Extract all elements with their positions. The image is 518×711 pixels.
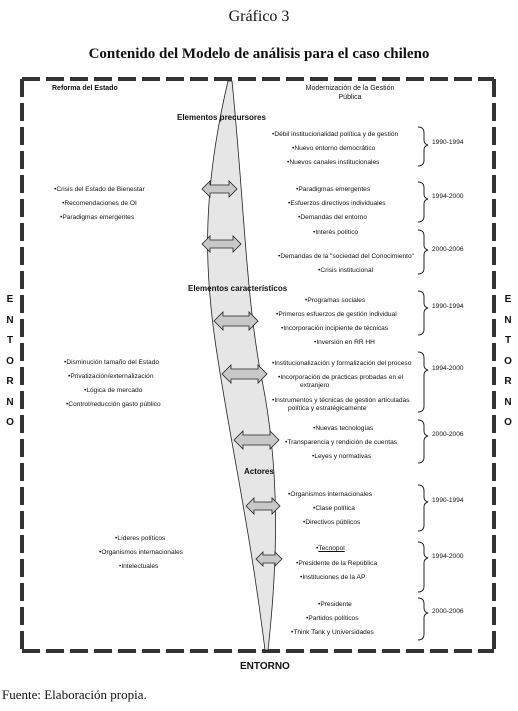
right-item: •Primeros esfuerzos de gestión individua… xyxy=(276,311,397,318)
right-item: •Programas sociales xyxy=(305,297,366,304)
right-item: •Leyes y normativas xyxy=(312,453,372,460)
right-item: •Clase política xyxy=(313,505,355,512)
entorno-bottom-label: ENTORNO xyxy=(240,661,290,672)
right-item: •Inversión en RR HH xyxy=(314,339,375,346)
right-item: •Organismos internacionales xyxy=(288,491,373,498)
left-item: •Lógica de mercado xyxy=(84,387,143,394)
right-item: •Interés político xyxy=(313,229,359,236)
right-item: •Incorporación de prácticas probadas en … xyxy=(278,374,404,381)
left-item: •Disminución tamaño del Estado xyxy=(64,359,160,366)
central-band xyxy=(207,80,276,651)
right-item: •Presidente de la República xyxy=(296,560,378,567)
left-item: •Control/reducción gasto público xyxy=(66,401,161,408)
chart-label: Gráfico 3 xyxy=(228,8,290,25)
period-label: 1990-1994 xyxy=(432,139,464,146)
connector-arrows xyxy=(201,180,283,567)
right-column-header-line2: Pública xyxy=(338,94,362,101)
section-precursores: Elementos precursores xyxy=(177,113,266,122)
section-actores: Actores xyxy=(244,467,274,476)
right-column-header-line1: Modernización de la Gestión xyxy=(305,85,395,92)
period-label: 1990-1994 xyxy=(432,497,464,504)
period-label: 1990-1994 xyxy=(432,303,464,310)
left-item: •Líderes políticos xyxy=(115,535,166,542)
arrow-4 xyxy=(221,364,268,384)
arrow-2 xyxy=(201,235,242,253)
right-item: •Partidos políticos xyxy=(306,615,359,622)
right-column-header: Modernización de la Gestión Pública xyxy=(290,84,410,102)
arrow-6 xyxy=(245,497,281,515)
arrow-1 xyxy=(201,180,238,198)
left-item: •Crisis del Estado de Bienestar xyxy=(54,186,145,193)
arrow-3 xyxy=(213,311,259,331)
left-item: •Paradigmas emergentes xyxy=(60,214,135,221)
right-item: •Incorporación incipiente de técnicas xyxy=(281,325,389,332)
left-column-header: Reforma del Estado xyxy=(52,85,118,92)
section-caracteristicos: Elementos característicos xyxy=(188,284,288,293)
left-item: •Organismos internacionales xyxy=(99,549,184,556)
right-item-continuation: extranjero xyxy=(300,382,330,389)
arrow-7 xyxy=(255,551,283,567)
left-item: •Recomendaciones de OI xyxy=(62,200,137,207)
period-label: 2000-2006 xyxy=(432,608,464,615)
period-braces xyxy=(417,126,429,641)
right-item: •Demandas del entorno xyxy=(298,214,368,221)
right-item: •Instrumentos y técnicas de gestión arti… xyxy=(272,397,410,404)
right-item: •Institucionalización y formalización de… xyxy=(272,360,412,367)
right-item: •Esfuerzos directivos individuales xyxy=(288,200,386,207)
period-label: 2000-2006 xyxy=(432,246,464,253)
right-item: •Crisis institucional xyxy=(318,267,374,274)
period-label: 2000-2006 xyxy=(432,431,464,438)
period-label: 1994-2000 xyxy=(432,193,464,200)
right-item: •Nuevos canales institucionales xyxy=(287,159,380,166)
period-label: 1994-2000 xyxy=(432,553,464,560)
right-item: •Débil institucionalidad política y de g… xyxy=(272,131,399,138)
right-item: •Instituciones de la AP xyxy=(300,574,366,581)
right-item: •Tecnopol xyxy=(316,545,345,552)
right-item: •Think Tank y Universidades xyxy=(291,629,374,636)
dashed-frame xyxy=(20,77,496,653)
left-item: •Intelectuales xyxy=(119,563,159,570)
right-item: •Presidente xyxy=(318,601,352,608)
right-item: •Paradigmas emergentes xyxy=(296,186,371,193)
right-item: •Directivos públicos xyxy=(303,519,361,526)
source-note: Fuente: Elaboración propia. xyxy=(2,687,147,702)
right-item: •Demandas de la "sociedad del Conocimien… xyxy=(278,253,415,260)
right-item: •Nuevo entorno democrático xyxy=(292,145,376,152)
right-item-continuation: política y estratégicamente xyxy=(288,405,367,412)
left-item: •Privatización/externalización xyxy=(68,373,154,380)
period-label: 1994-2000 xyxy=(432,365,464,372)
right-item: •Transparencia y rendición de cuentas xyxy=(285,439,398,446)
right-item: •Nuevas tecnologías xyxy=(313,425,374,432)
diagram-title: Contenido del Modelo de análisis para el… xyxy=(88,46,430,62)
arrow-5 xyxy=(233,430,280,450)
